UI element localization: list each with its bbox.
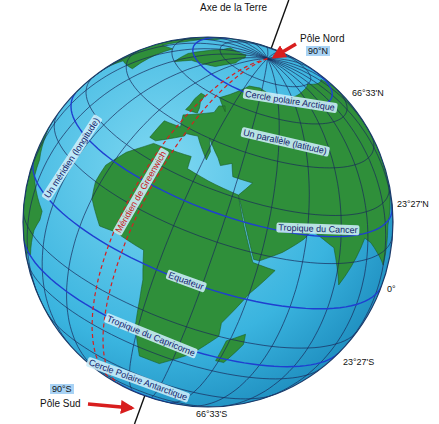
latitude-value: 66°33'N bbox=[352, 88, 384, 98]
pole-label: Pôle Nord bbox=[300, 33, 344, 45]
meridian-line bbox=[268, 59, 315, 71]
greenwich-meridian bbox=[103, 59, 268, 385]
meridian-line bbox=[268, 59, 393, 239]
axis-label: Axe de la Terre bbox=[200, 2, 267, 14]
special-parallels bbox=[24, 38, 392, 406]
meridian-line bbox=[42, 58, 267, 348]
latitude-value: 66°33'S bbox=[196, 409, 227, 419]
ocean-sphere bbox=[23, 37, 393, 407]
latitude-value: 23°27'S bbox=[343, 357, 374, 367]
reference-parallel bbox=[71, 93, 392, 237]
continents bbox=[23, 37, 390, 364]
greenwich-meridian bbox=[92, 59, 267, 381]
latitude-value: 23°27'N bbox=[397, 199, 429, 209]
parallel-line bbox=[54, 115, 392, 264]
landmass bbox=[23, 119, 54, 322]
latitude-value: 90°N bbox=[306, 46, 330, 56]
latitude-value: 90°S bbox=[50, 384, 74, 394]
reference-parallel bbox=[33, 161, 382, 309]
meridian-line bbox=[129, 59, 267, 392]
graticule bbox=[23, 37, 393, 407]
pole-label: Pôle Sud bbox=[40, 398, 81, 410]
globe-outline bbox=[23, 37, 393, 407]
latitude-value: 0° bbox=[387, 284, 396, 294]
pole-arrow bbox=[88, 404, 132, 408]
reference-parallel bbox=[24, 240, 338, 366]
landmass bbox=[186, 93, 205, 113]
pole-arrow bbox=[274, 44, 296, 57]
parallel-line bbox=[28, 263, 321, 379]
